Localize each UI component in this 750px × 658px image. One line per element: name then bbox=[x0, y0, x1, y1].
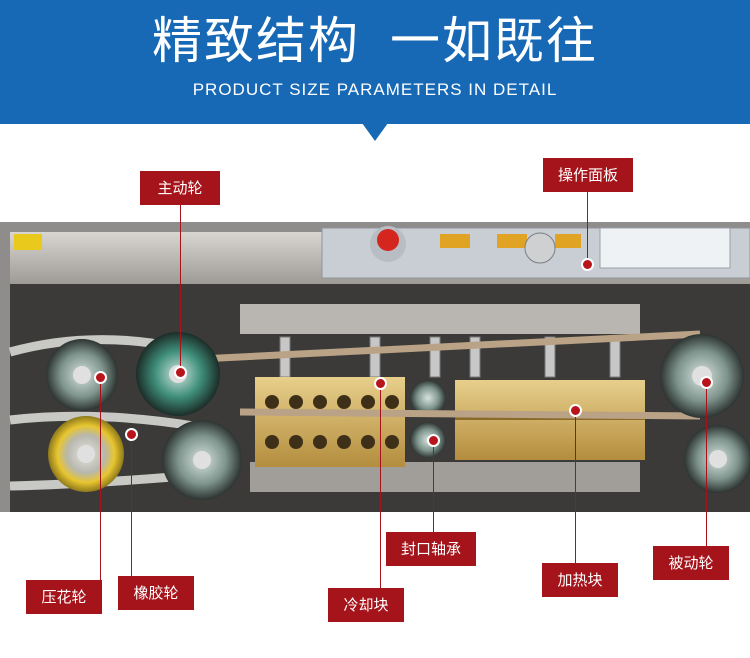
driven-wheel-marker bbox=[700, 376, 713, 389]
callout-driven-wheel: 被动轮 bbox=[653, 546, 729, 580]
drive-wheel-leader bbox=[180, 205, 181, 373]
seal-bearing-leader bbox=[433, 440, 434, 532]
rubber-wheel-marker bbox=[125, 428, 138, 441]
drive-wheel-marker bbox=[174, 366, 187, 379]
callout-emboss-wheel: 压花轮 bbox=[26, 580, 102, 614]
seal-bearing-marker bbox=[427, 434, 440, 447]
emboss-wheel-marker bbox=[94, 371, 107, 384]
control-panel-marker bbox=[581, 258, 594, 271]
heating-block-marker bbox=[569, 404, 582, 417]
title-right: 一如既往 bbox=[390, 12, 598, 70]
page-subtitle: PRODUCT SIZE PARAMETERS IN DETAIL bbox=[192, 80, 558, 99]
page-title: 精致结构一如既往 bbox=[0, 10, 750, 72]
callout-control-panel: 操作面板 bbox=[543, 158, 633, 192]
cooling-block-marker bbox=[374, 377, 387, 390]
rubber-wheel-leader bbox=[131, 434, 132, 578]
header-banner: 精致结构一如既往 PRODUCT SIZE PARAMETERS IN DETA… bbox=[0, 0, 750, 124]
banner-pointer bbox=[362, 123, 388, 141]
callout-cooling-block: 冷却块 bbox=[328, 588, 404, 622]
callout-seal-bearing: 封口轴承 bbox=[386, 532, 476, 566]
callout-heating-block: 加热块 bbox=[542, 563, 618, 597]
machine-photo bbox=[0, 222, 750, 512]
callout-rubber-wheel: 橡胶轮 bbox=[118, 576, 194, 610]
control-panel-leader bbox=[587, 192, 588, 264]
driven-wheel-leader bbox=[706, 382, 707, 546]
title-left: 精致结构 bbox=[152, 12, 360, 70]
callout-drive-wheel: 主动轮 bbox=[140, 171, 220, 205]
cooling-block-leader bbox=[380, 383, 381, 588]
heating-block-leader bbox=[575, 410, 576, 563]
emboss-wheel-leader bbox=[100, 377, 101, 580]
